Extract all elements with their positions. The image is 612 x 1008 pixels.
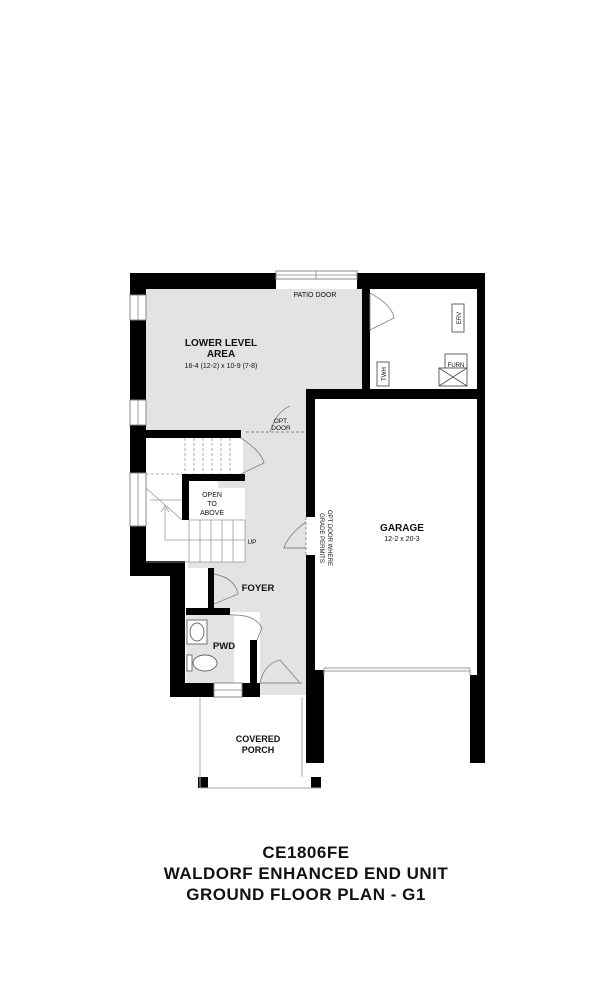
furnace-unit: [438, 353, 468, 387]
plan-model-name: WALDORF ENHANCED END UNIT: [163, 864, 449, 883]
porch-label-line2: PORCH: [242, 745, 275, 755]
toilet-fixture: [186, 654, 218, 672]
erv-unit: [451, 303, 465, 333]
opt-door-label-line2: DOOR: [271, 425, 291, 432]
twh-label: TWH: [382, 367, 388, 381]
garage-door: [323, 667, 471, 675]
pwd-label: PWD: [213, 641, 235, 652]
porch-label-line1: COVERED: [236, 734, 281, 744]
sink-fixture: [186, 619, 208, 645]
door-swings: [213, 292, 395, 684]
furn-label: FURN: [448, 363, 465, 369]
plan-floor-name: GROUND FLOOR PLAN - G1: [186, 885, 426, 904]
plan-code: CE1806FE: [262, 843, 350, 862]
plan-title-block: CE1806FE WALDORF ENHANCED END UNIT GROUN…: [0, 842, 612, 905]
open-to-above-line3: ABOVE: [200, 510, 224, 517]
stairs: [145, 438, 246, 563]
garage-dims: 12-2 x 20-3: [384, 536, 420, 543]
opt-door-grade-line1: OPT DOOR WHERE: [326, 510, 332, 566]
foyer-label: FOYER: [242, 583, 275, 594]
erv-label: ERV: [457, 312, 463, 324]
window-mullions: [137, 271, 357, 691]
stairs-up-label: UP: [247, 539, 256, 546]
lower-level-dims: 16-4 (12-2) x 10-9 (7-8): [185, 363, 258, 370]
twh-unit: [376, 361, 390, 387]
opt-door-grade-line2: GRADE PERMITS: [318, 513, 324, 563]
porch-outline: [199, 697, 321, 789]
walls: [130, 273, 485, 788]
lower-level-label-line2: AREA: [207, 349, 235, 360]
open-to-above-line2: TO: [207, 501, 217, 508]
garage-label: GARAGE: [380, 523, 424, 534]
lower-level-label-line1: LOWER LEVEL: [185, 338, 257, 349]
opt-door-label-line1: OPT.: [274, 418, 289, 425]
patio-door-label: PATIO DOOR: [294, 292, 337, 299]
open-to-above-line1: OPEN: [202, 492, 222, 499]
